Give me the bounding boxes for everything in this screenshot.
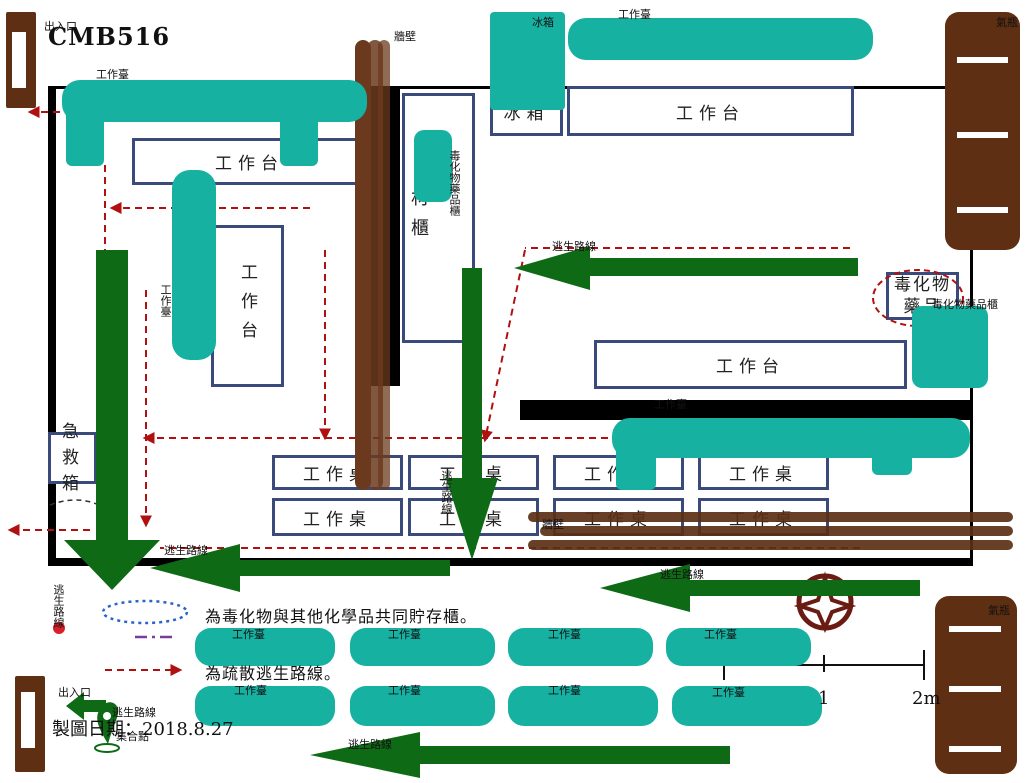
emergency-box: 急救箱 (48, 422, 97, 494)
scale-label-2: 2m (912, 688, 941, 709)
fridge-label: 冰箱 (532, 16, 554, 29)
workbench-left-vertical: 工作台 (211, 225, 284, 387)
exit-door-icon-bottom (15, 676, 45, 772)
gas-label-bottom: 氣瓶 (988, 604, 1010, 617)
workbench-icon-top (568, 18, 873, 60)
inner-wall-right (520, 400, 972, 420)
toxic-cabinet-icon-right (912, 306, 988, 388)
page-title: CMB516 (48, 22, 171, 51)
room-wall-left (48, 86, 56, 566)
wall-label: 牆壁 (394, 30, 416, 43)
workbench-label-l8: 工作臺 (712, 686, 745, 699)
fridge-icon (490, 12, 565, 110)
workbench-label-left-top: 工作臺 (96, 68, 129, 81)
gas-cylinder-icon-top (945, 12, 1020, 250)
workbench-label-l3: 工作臺 (548, 628, 581, 641)
gas-cylinder-icon-bottom (935, 596, 1017, 774)
workbench-top-right: 工作台 (567, 86, 854, 136)
wood-wall-horizontal-3 (528, 540, 1013, 550)
escape-label-1: 逃生路線 (552, 240, 596, 253)
legend-escape-text: 為疏散逃生路線。 (205, 664, 342, 683)
legend-workbench-5 (195, 686, 335, 726)
escape-label-vertical-left: 逃生路線 (52, 584, 65, 628)
escape-label-3: 逃生路線 (660, 568, 704, 581)
legend-workbench-7 (508, 686, 658, 726)
toxic-cabinet-label-right: 毒化物藥品櫃 (932, 298, 998, 311)
workbench-label-right: 工作臺 (654, 398, 687, 411)
compass-icon (793, 571, 857, 633)
workbench-leg-2 (280, 100, 318, 166)
legend-workbench-1 (195, 628, 335, 666)
toxic-cabinet-vertical-label: 毒化物藥品櫃 (448, 150, 461, 216)
workbench-label-l4: 工作臺 (704, 628, 737, 641)
room-wall-bottom (48, 558, 973, 566)
wood-wall-vertical-3 (378, 40, 390, 490)
exit-door-icon-top (6, 12, 36, 108)
assembly-point-icon (94, 702, 120, 753)
workbench-label-top: 工作臺 (618, 8, 651, 21)
wood-wall-horizontal-1 (528, 512, 1013, 522)
toxic-cabinet-icon-mid (414, 130, 452, 202)
escape-label-vertical-mid: 逃生路線 (440, 470, 453, 514)
workbench-right: 工作台 (594, 340, 907, 389)
workbench-label-l6: 工作臺 (388, 684, 421, 697)
legend-workbench-2 (350, 628, 495, 666)
legend-workbench-8 (672, 686, 822, 726)
workbench-label-left-vertical: 工作臺 (159, 284, 172, 317)
wall-label-bottom: 牆壁 (542, 518, 564, 531)
workbench-leg-4 (872, 430, 912, 475)
drawing-date: 製圖日期：2018.8.27 (52, 719, 234, 740)
workbench-label-l2: 工作臺 (388, 628, 421, 641)
escape-label-4: 逃生路線 (112, 706, 156, 719)
workbench-icon-left-vertical (172, 170, 216, 360)
legend-storage-text: 為毒化物與其他化學品共同貯存櫃。 (205, 607, 478, 626)
assembly-point-label: 集合點 (116, 730, 149, 743)
escape-label-2: 逃生路線 (164, 544, 208, 557)
gas-label-top: 氣瓶 (996, 16, 1018, 29)
scale-label-1: 1 (818, 688, 830, 709)
workbench-label-l7: 工作臺 (548, 684, 581, 697)
workbench-label-l5: 工作臺 (234, 684, 267, 697)
workbench-label-l1: 工作臺 (232, 628, 265, 641)
work-desk-r2c1: 工作桌 (272, 498, 403, 536)
workbench-leg-3 (616, 430, 656, 490)
workbench-leg-1 (66, 100, 104, 166)
legend-workbench-6 (350, 686, 495, 726)
legend-workbench-3 (508, 628, 653, 666)
legend-workbench-4 (666, 628, 811, 666)
escape-label-5: 逃生路線 (348, 738, 392, 751)
exit-label-bottom: 出入口 (58, 686, 91, 699)
wood-wall-horizontal-2 (540, 526, 1013, 536)
exit-label-top: 出入口 (44, 20, 77, 33)
